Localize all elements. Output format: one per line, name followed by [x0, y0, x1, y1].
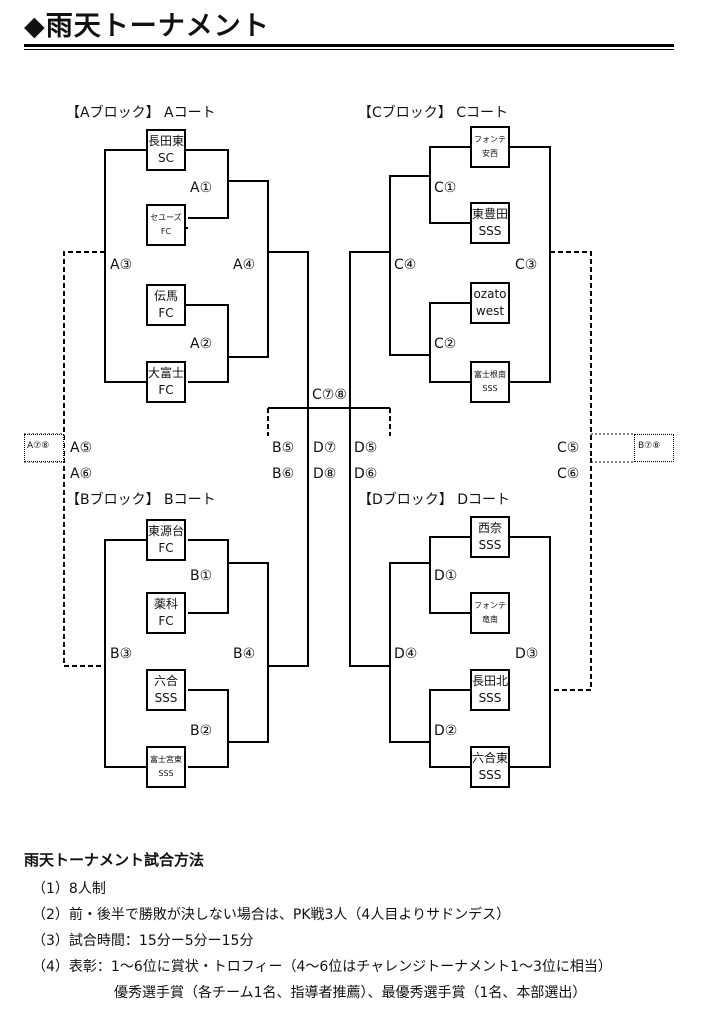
bracket-lines: [24, 146, 634, 768]
match-label: B④: [233, 646, 256, 662]
match-label: D①: [434, 568, 458, 584]
match-label: A⑤: [70, 440, 93, 456]
match-label: D⑥: [354, 466, 378, 482]
rule-item: （2）前・後半で勝敗が決しない場合は、PK戦3人（4人目よりサドンデス）: [32, 907, 511, 923]
block-c-heading: 【Cブロック】 Cコート: [358, 105, 509, 121]
match-label: C①: [434, 180, 457, 196]
rule-item: （3）試合時間：15分ー5分ー15分: [32, 933, 254, 949]
title-underline-thin: [24, 49, 674, 50]
match-label: B⑥: [272, 466, 295, 482]
match-label: B①: [190, 568, 213, 584]
match-label: D④: [394, 646, 418, 662]
match-label: C⑥: [557, 466, 580, 482]
team-box: フォンテ竜南: [470, 592, 510, 634]
match-label: B②: [190, 723, 213, 739]
match-label: D③: [515, 646, 539, 662]
match-label: C⑦⑧: [312, 387, 347, 403]
match-label: D⑤: [354, 440, 378, 456]
match-label: B③: [110, 646, 133, 662]
match-label: A④: [233, 257, 256, 273]
block-b-heading: 【Bブロック】 Bコート: [66, 492, 216, 508]
match-label: C⑤: [557, 440, 580, 456]
block-a-heading: 【Aブロック】 Aコート: [66, 105, 216, 121]
rule-item-continuation: 優秀選手賞（各チーム1名、指導者推薦）、最優秀選手賞（1名、本部選出）: [114, 985, 587, 1001]
match-label: A③: [110, 257, 133, 273]
rules-heading: 雨天トーナメント試合方法: [24, 851, 205, 869]
match-label: C②: [434, 336, 457, 352]
b78-box: [634, 434, 674, 462]
title-underline: [24, 44, 674, 47]
match-label: A②: [190, 336, 213, 352]
match-label: A⑥: [70, 466, 93, 482]
team-box: フォンテ安西: [470, 126, 510, 168]
match-label: B⑤: [272, 440, 295, 456]
match-label: B⑦⑧: [638, 441, 661, 451]
page-title: ◆雨天トーナメント: [24, 11, 270, 42]
rule-item: （1）8人制: [32, 881, 106, 897]
rule-item: （4）表彰：1～6位に賞状・トロフィー（4～6位はチャレンジトーナメント1～3位…: [32, 959, 612, 975]
match-label: A①: [190, 180, 213, 196]
match-label: D②: [434, 723, 458, 739]
block-d-heading: 【Dブロック】 Dコート: [358, 492, 511, 508]
match-label: D⑦: [313, 440, 337, 456]
match-label: C③: [515, 257, 538, 273]
match-label: A⑦⑧: [27, 441, 50, 451]
match-label: D⑧: [313, 466, 337, 482]
a78-box: [24, 434, 64, 462]
match-label: C④: [394, 257, 417, 273]
